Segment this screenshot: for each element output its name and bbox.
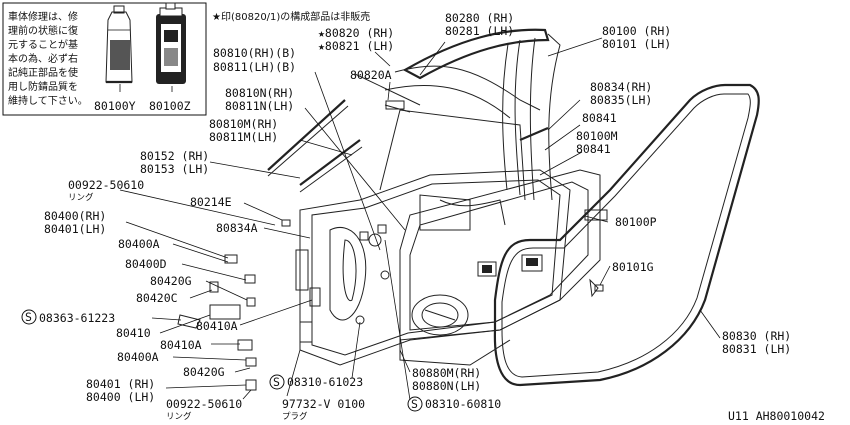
label-80400a: 80400A: [118, 237, 160, 251]
door-sash-frame: [267, 28, 561, 201]
label-80810m: 80810M(RH): [209, 117, 278, 131]
label-80401: 80401(LH): [44, 222, 106, 236]
label-80811n: 80811N(LH): [225, 99, 294, 113]
label-80410a-upper: 80410A: [196, 319, 238, 333]
label-80820a: 80820A: [350, 68, 392, 82]
door-weatherstrip: [493, 83, 760, 387]
label-80420g-lower: 80420G: [183, 365, 225, 379]
header-note: ★印(80820/1)の構成部品は非販売: [212, 10, 370, 23]
label-80821-star: ★80821 (LH): [318, 39, 394, 53]
s-mark-2: S: [273, 375, 280, 389]
note-line-2: 理前の状態に復: [8, 24, 78, 37]
label-80101: 80101 (LH): [602, 37, 671, 51]
part-labels: 80280 (RH) 80281 (LH) ★80820 (RH) ★80821…: [21, 11, 791, 422]
s-mark-1: S: [25, 310, 32, 324]
label-80810n: 80810N(RH): [225, 86, 294, 100]
label-80841-a: 80841: [582, 111, 617, 125]
note-line-7: 維持して下さい。: [8, 94, 88, 107]
label-80410a-lower: 80410A: [160, 338, 202, 352]
door-hardware: [177, 219, 604, 391]
label-80420g: 80420G: [150, 274, 192, 288]
label-80834a: 80834A: [216, 221, 258, 235]
label-80420c: 80420C: [136, 291, 178, 305]
label-08363: 08363-61223: [39, 311, 115, 325]
note-line-6: 用し防錆品質を: [8, 80, 78, 93]
label-80810: 80810(RH)(B): [213, 46, 296, 60]
door-inner-panel: [295, 169, 571, 366]
label-80400-lh: 80400 (LH): [86, 390, 155, 404]
label-80214e: 80214E: [190, 195, 232, 209]
sealant-tube-icon: [105, 5, 133, 92]
label-80152: 80152 (RH): [140, 149, 209, 163]
label-80100m: 80100M: [576, 129, 618, 143]
label-80100: 80100 (RH): [602, 24, 671, 38]
label-80820-star: ★80820 (RH): [318, 26, 394, 40]
label-80153: 80153 (LH): [140, 162, 209, 176]
label-plug: プラグ: [282, 411, 308, 422]
repair-note-box: 車体修理は、修 理前の状態に復 元することが基 本の為、必ず右 記純正部品を使 …: [2, 2, 207, 116]
label-80400a-lower: 80400A: [117, 350, 159, 364]
label-80880n: 80880N(LH): [412, 379, 481, 393]
label-80811m: 80811M(LH): [209, 130, 278, 144]
label-80410: 80410: [116, 326, 151, 340]
label-80400d: 80400D: [125, 257, 167, 271]
note-line-3: 元することが基: [8, 38, 78, 51]
label-80834: 80834(RH): [590, 80, 652, 94]
note-line-5: 記純正部品を使: [8, 66, 78, 79]
label-80101g: 80101G: [612, 260, 654, 274]
note-line-4: 本の為、必ず右: [8, 52, 78, 65]
label-80100y: 80100Y: [94, 99, 136, 113]
label-80400: 80400(RH): [44, 209, 106, 223]
label-80835: 80835(LH): [590, 93, 652, 107]
label-ring-bottom: リング: [166, 411, 192, 422]
label-00922-top: 00922-50610: [68, 178, 144, 192]
s-circle-icon: [21, 309, 37, 325]
label-80280: 80280 (RH): [445, 11, 514, 25]
label-08310-61023: 08310-61023: [287, 375, 363, 389]
label-80831: 80831 (LH): [722, 342, 791, 356]
label-80281: 80281 (LH): [445, 24, 514, 38]
label-97732: 97732-V 0100: [282, 397, 365, 411]
s-circle-icon-2: [269, 374, 285, 390]
spray-can-icon: [156, 2, 186, 92]
label-80401-rh: 80401 (RH): [86, 377, 155, 391]
label-80100p: 80100P: [615, 215, 657, 229]
door-trim-panel: [399, 169, 608, 366]
footer-code: U11 AH80010042: [728, 409, 825, 423]
leader-lines: [119, 37, 721, 401]
label-80880m: 80880M(RH): [412, 366, 481, 380]
label-80100z: 80100Z: [149, 99, 191, 113]
s-circle-icon-3: [407, 396, 423, 412]
label-80811: 80811(LH)(B): [213, 60, 296, 74]
label-08310-60810: 08310-60810: [425, 397, 501, 411]
label-ring-top: リング: [68, 192, 94, 203]
note-line-1: 車体修理は、修: [8, 10, 78, 23]
s-mark-3: S: [411, 397, 418, 411]
label-00922-bottom: 00922-50610: [166, 397, 242, 411]
label-80830: 80830 (RH): [722, 329, 791, 343]
label-80841-b: 80841: [576, 142, 611, 156]
